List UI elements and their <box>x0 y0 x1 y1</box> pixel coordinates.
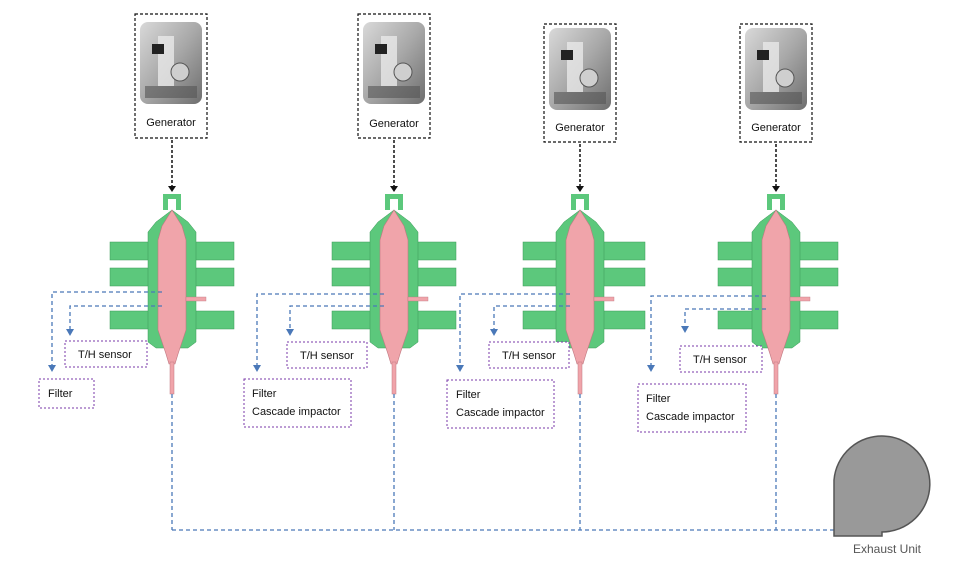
exhaust-unit-label: Exhaust Unit <box>853 542 922 556</box>
sensor-sample-line <box>289 305 384 331</box>
generator-box <box>134 13 208 139</box>
filter-cascade-box <box>243 378 352 428</box>
th-sensor-label: T/H sensor <box>300 350 354 362</box>
th-sensor-box <box>679 345 763 373</box>
filter-cascade-box <box>637 383 747 433</box>
arrow-head <box>286 329 294 336</box>
filter-label: Filter <box>48 388 73 400</box>
arrow-head <box>253 365 261 372</box>
unit-4: Generator T/H sensor Filter Cascade impa… <box>637 23 839 530</box>
filter-cascade-box <box>446 379 555 429</box>
th-sensor-box <box>286 341 368 369</box>
unit-3: Generator T/H sensor Filter Cascade impa… <box>446 23 646 530</box>
arrow-head <box>681 326 689 333</box>
generator-box <box>357 13 431 139</box>
filter-sample-line <box>650 295 766 367</box>
generator-photo <box>745 28 807 110</box>
arrow-head <box>456 365 464 372</box>
sensor-sample-line <box>493 305 570 331</box>
generator-photo <box>549 28 611 110</box>
chamber <box>331 194 457 395</box>
unit-2: Generator T/H sensor Filter Cascade impa… <box>243 13 457 530</box>
cascade-impactor-label: Cascade impactor <box>456 407 545 419</box>
arrow-head <box>772 186 780 192</box>
filter-sample-line <box>256 293 384 367</box>
unit-1: Generator T/H sensor Filter <box>38 13 235 530</box>
filter-box <box>38 378 95 409</box>
generator-photo <box>363 22 425 104</box>
generator-box <box>543 23 617 143</box>
arrow-head <box>48 365 56 372</box>
generator-box <box>739 23 813 143</box>
cascade-impactor-label: Cascade impactor <box>646 411 735 423</box>
chamber <box>717 194 839 395</box>
exhaust-unit-icon <box>833 435 931 537</box>
th-sensor-box <box>488 341 570 369</box>
cascade-impactor-label: Cascade impactor <box>252 406 341 418</box>
th-sensor-label: T/H sensor <box>502 350 556 362</box>
generator-label: Generator <box>555 122 605 134</box>
arrow-head <box>168 186 176 192</box>
arrow-head <box>390 186 398 192</box>
chamber <box>109 194 235 395</box>
filter-label: Filter <box>252 388 277 400</box>
arrow-head <box>490 329 498 336</box>
filter-label: Filter <box>646 393 671 405</box>
sensor-sample-line <box>684 308 766 328</box>
th-sensor-label: T/H sensor <box>693 354 747 366</box>
th-sensor-label: T/H sensor <box>78 349 132 361</box>
filter-sample-line <box>51 291 162 367</box>
generator-label: Generator <box>751 122 801 134</box>
generator-label: Generator <box>369 118 419 130</box>
arrow-head <box>66 329 74 336</box>
arrow-head <box>576 186 584 192</box>
sensor-sample-line <box>69 305 162 331</box>
arrow-head <box>647 365 655 372</box>
generator-label: Generator <box>146 117 196 129</box>
chamber <box>522 194 646 395</box>
th-sensor-box <box>64 340 148 368</box>
generator-photo <box>140 22 202 104</box>
filter-sample-line <box>459 293 570 367</box>
filter-label: Filter <box>456 389 481 401</box>
